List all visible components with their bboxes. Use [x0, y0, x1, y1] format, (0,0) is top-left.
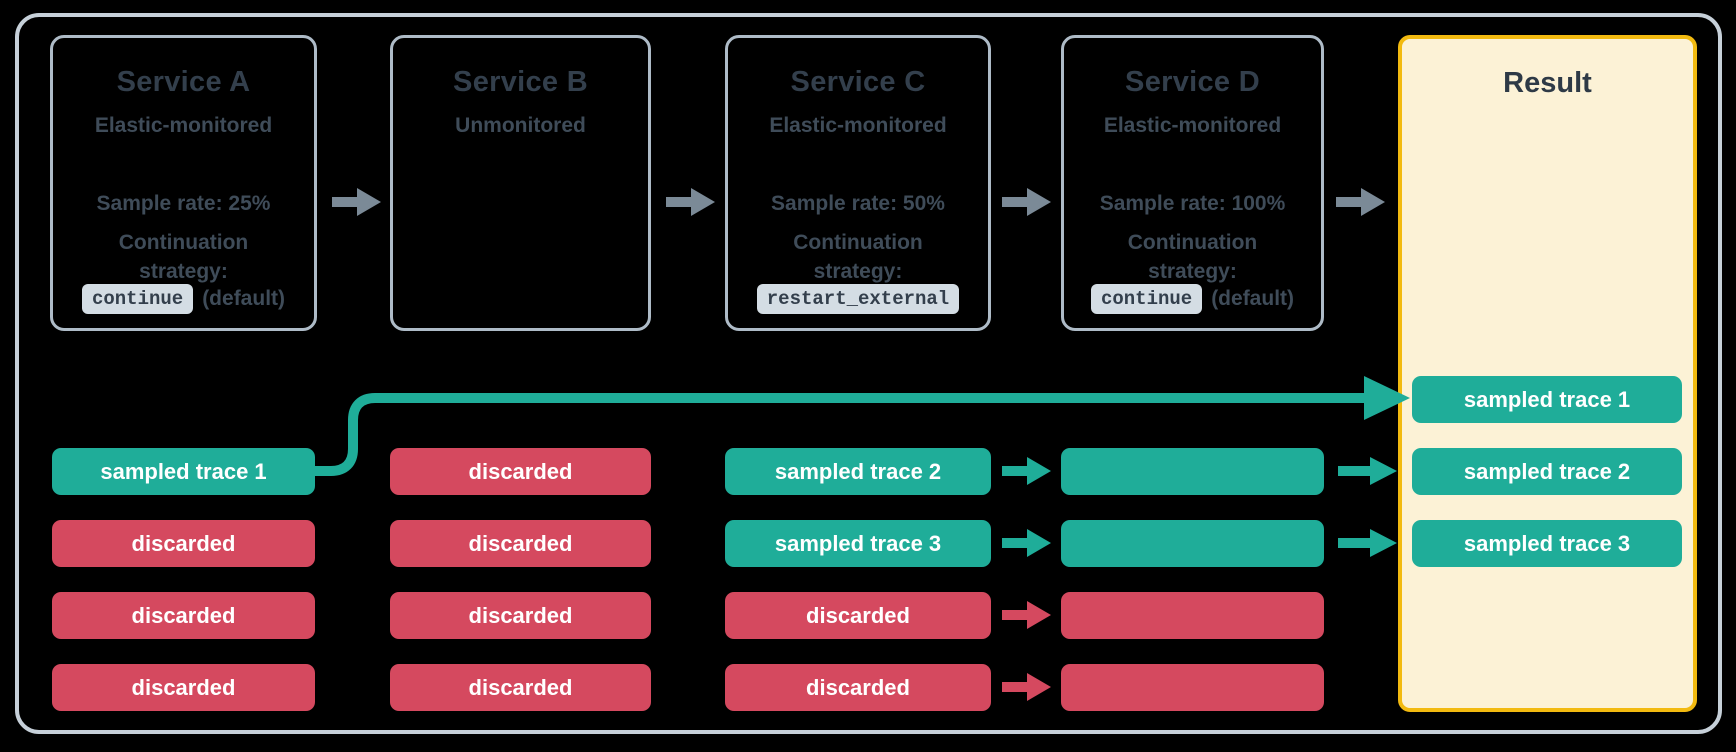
result-pill-sampled-trace-3: sampled trace 3: [1412, 520, 1682, 567]
service-a-pill-sampled-trace-1: sampled trace 1: [52, 448, 315, 495]
result-title: Result: [1503, 67, 1592, 99]
service-d-title: Service D: [1125, 66, 1260, 98]
outer-frame: [15, 13, 1722, 734]
service-a-sample-rate: Sample rate: 25%: [96, 192, 271, 215]
service-d-strategy-suffix: (default): [1211, 287, 1295, 310]
service-b-box: Service B Unmonitored: [390, 35, 651, 331]
service-a-continuation-label: Continuation strategy:: [118, 231, 249, 283]
service-a-monitoring: Elastic-monitored: [94, 114, 273, 137]
result-box: Result: [1398, 35, 1697, 712]
result-pill-sampled-trace-1: sampled trace 1: [1412, 376, 1682, 423]
service-d-box: Service D Elastic-monitored Sample rate:…: [1061, 35, 1324, 331]
service-d-pill-sampled-1: [1061, 448, 1324, 495]
service-b-title: Service B: [453, 66, 588, 98]
service-c-pill-discarded-3: discarded: [725, 592, 991, 639]
service-a-strategy-suffix: (default): [202, 287, 286, 310]
service-c-pill-sampled-trace-2: sampled trace 2: [725, 448, 991, 495]
service-d-strategy-chip: continue: [1090, 284, 1203, 314]
service-b-pill-discarded-4: discarded: [390, 664, 651, 711]
service-c-title: Service C: [790, 66, 926, 98]
service-a-box: Service A Elastic-monitored Sample rate:…: [50, 35, 317, 331]
service-a-strategy-row: continue (default): [53, 284, 314, 314]
service-c-continuation-label: Continuation strategy:: [793, 231, 923, 283]
service-a-strategy-chip: continue: [81, 284, 194, 314]
result-pill-sampled-trace-2: sampled trace 2: [1412, 448, 1682, 495]
service-a-pill-discarded-3: discarded: [52, 592, 315, 639]
service-c-pill-discarded-4: discarded: [725, 664, 991, 711]
service-a-pill-discarded-2: discarded: [52, 520, 315, 567]
service-d-sample-rate: Sample rate: 100%: [1099, 192, 1286, 215]
service-d-pill-sampled-2: [1061, 520, 1324, 567]
service-c-strategy-row: restart_external: [728, 284, 988, 314]
service-a-pill-discarded-4: discarded: [52, 664, 315, 711]
service-d-strategy-row: continue (default): [1064, 284, 1321, 314]
service-b-pill-discarded-3: discarded: [390, 592, 651, 639]
service-b-pill-discarded-2: discarded: [390, 520, 651, 567]
service-c-monitoring: Elastic-monitored: [769, 114, 947, 137]
service-c-sample-rate: Sample rate: 50%: [771, 192, 945, 215]
service-c-pill-sampled-trace-3: sampled trace 3: [725, 520, 991, 567]
service-a-title: Service A: [116, 66, 251, 98]
service-c-strategy-chip: restart_external: [756, 284, 960, 314]
service-b-monitoring: Unmonitored: [455, 114, 586, 137]
service-d-monitoring: Elastic-monitored: [1103, 114, 1282, 137]
service-d-pill-discarded-4: [1061, 664, 1324, 711]
service-c-box: Service C Elastic-monitored Sample rate:…: [725, 35, 991, 331]
service-d-pill-discarded-3: [1061, 592, 1324, 639]
service-d-continuation-label: Continuation strategy:: [1127, 231, 1258, 283]
service-b-pill-discarded-1: discarded: [390, 448, 651, 495]
